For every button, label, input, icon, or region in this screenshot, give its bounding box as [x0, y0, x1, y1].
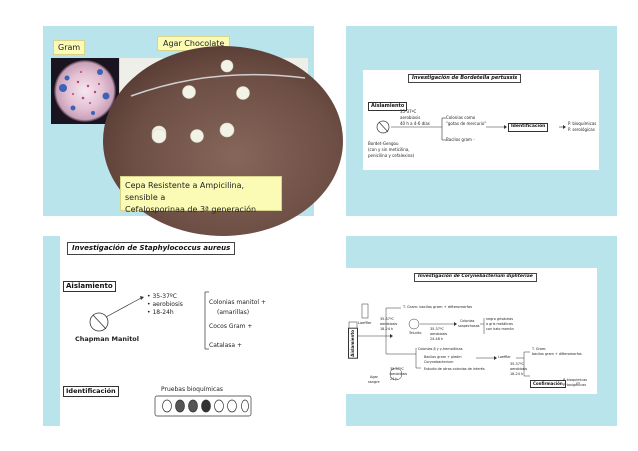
slide-corynebacterium: Investigación de Corynebacterium diphter…	[346, 236, 617, 426]
cond3-1: 35-37ºC	[390, 367, 404, 371]
diagram-title: Investigación de Staphylococcus aureus	[67, 242, 236, 255]
confirmacion-label: Confirmación	[530, 380, 566, 388]
cond2-1: 35-37ºC	[430, 327, 444, 331]
colonias-2: "gotas de mercurio"	[446, 121, 487, 126]
cond-2: aerobiosis	[400, 115, 421, 120]
desc-2: o gris metálicas	[486, 322, 513, 326]
estudio-text: Estudio de otras colonias de interés	[424, 367, 485, 371]
cond1-3: 18-24 h	[380, 327, 394, 331]
colonias-2: (amarillas)	[217, 309, 250, 316]
diagram-panel	[363, 70, 599, 170]
colonias-1: Colonias manitol +	[209, 299, 266, 306]
caption-line-2: Cefalosporinaa de 3ª generación	[125, 205, 257, 214]
diagram-panel	[346, 268, 597, 394]
result-1: P. bioquímicas	[568, 121, 597, 126]
aislamiento-label: Aislamiento	[63, 281, 116, 292]
identificacion-label: Identificación	[508, 123, 549, 132]
bacilos-text: Bacilos gram -	[446, 137, 475, 142]
cond3-2: aerobiosis	[390, 372, 408, 376]
petri-dish-icon	[89, 312, 109, 332]
loeffler2-label: Loeffler	[498, 355, 511, 359]
tgram-right-1: T. Gram:	[532, 347, 547, 351]
diagram-title: Investigación de Bordetella pertussis	[408, 74, 522, 83]
sosp-2: sospechosas	[458, 324, 480, 328]
pruebas-text: Pruebas bioquímicas	[161, 386, 224, 393]
bacilos-2: Corynebacterium	[424, 360, 454, 364]
cond1-1: 35-37ºC	[380, 317, 394, 321]
well-plate-icon	[154, 395, 252, 417]
gram-label: Gram	[53, 40, 86, 55]
result-2: P. toxigénicas	[563, 383, 586, 387]
bordetella-flow	[376, 117, 566, 141]
medium-1: Bordet-Gengou	[368, 141, 399, 146]
catalasa-text: Catalasa +	[209, 342, 242, 349]
loeffler-label: Loeffler	[358, 321, 372, 325]
cond-3: 40 h a 4-6 días	[400, 121, 430, 126]
cond4-1: 35-37ºC	[510, 362, 524, 366]
aislamiento-label: Aislamiento	[368, 102, 408, 111]
result-1: P. bioquímicas	[563, 378, 588, 382]
cond2-3: 24-48 h	[430, 337, 444, 341]
diagram-title: Investigación de Corynebacterium diphter…	[414, 273, 537, 282]
cond-1: • 35-37ºC	[147, 293, 177, 300]
telurito-label: Telurito	[409, 331, 422, 335]
identificacion-label: Identificación	[63, 386, 119, 397]
caption-box: Cepa Resistente a Ampicilina, sensible a…	[120, 176, 282, 214]
cond1-2: aerobiosis	[380, 322, 398, 326]
colonias-1: Colonias como	[446, 115, 476, 120]
cond4-2: aerobiosis	[510, 367, 528, 371]
desc-3: con halo marrón	[486, 327, 514, 331]
caption-line-1: Cepa Resistente a Ampicilina, sensible a	[125, 181, 245, 202]
cocos-text: Cocos Gram +	[209, 323, 253, 330]
agar-sangre-1: Agar	[370, 375, 378, 379]
cond-1: 35-37ºC	[400, 109, 417, 114]
desc-1: negro grisáceas	[486, 317, 513, 321]
cond2-2: aerobiosis	[430, 332, 448, 336]
sosp-1: Colonias	[460, 319, 475, 323]
slide-bordetella: Investigación de Bordetella pertussis Ai…	[346, 26, 617, 216]
petri-dish-icon	[376, 120, 390, 134]
staph-flow	[89, 291, 252, 417]
aislamiento-label: Aislamiento	[348, 328, 358, 359]
cond3-3: 24 h	[390, 377, 398, 381]
cond4-3: 18-24 h	[510, 372, 524, 376]
slide-staphylococcus: Investigación de Staphylococcus aureus A…	[43, 236, 314, 426]
cond-2: • aerobiosis	[147, 301, 183, 308]
agar-sangre-2: sangre	[368, 380, 380, 384]
result-2: P. serológicas	[568, 127, 595, 132]
medium-text: Chapman Manitol	[75, 335, 139, 343]
bacilos-1: Bacilos gram + pleóm	[424, 355, 462, 359]
slide-agar-chocolate: Gram Agar Chocolate	[43, 26, 343, 236]
cond-3: • 18-24h	[147, 309, 174, 316]
tgram-top: T. Gram: bacilos gram + difteromorfos	[403, 305, 473, 309]
tgram-right-2: bacilos gram + difteromorfos	[532, 352, 582, 356]
medium-3: penicilina y cefalexina)	[368, 153, 415, 158]
medium-2: (con y sin meticilina,	[368, 147, 410, 152]
hemoliticas-text: Colonias β y γ-hemolíticas	[418, 347, 463, 351]
